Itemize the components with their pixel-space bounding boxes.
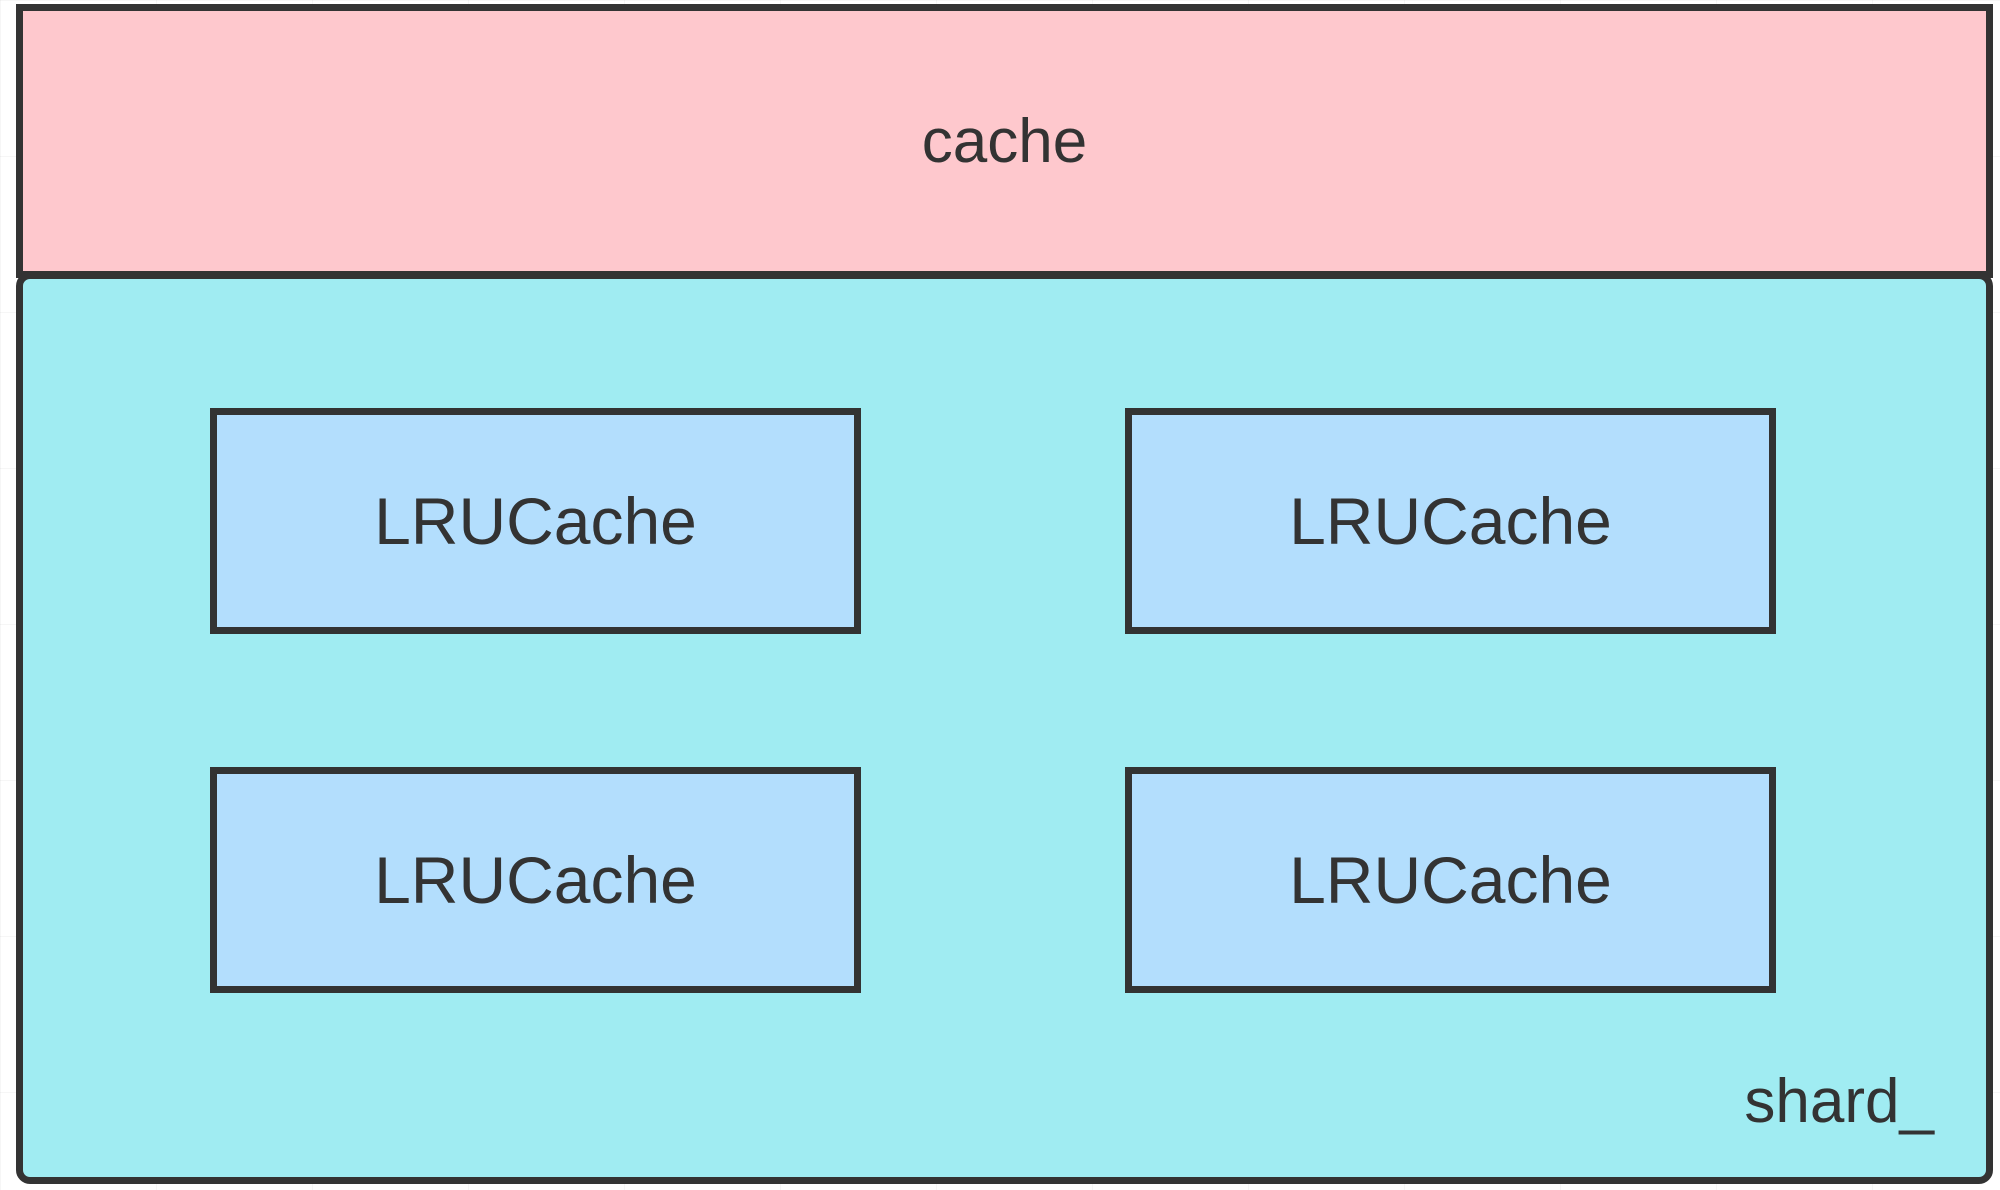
lru-cache-block[interactable]: LRUCache — [1125, 767, 1776, 993]
lru-cache-block[interactable]: LRUCache — [210, 767, 861, 993]
lru-cache-block[interactable]: LRUCache — [1125, 408, 1776, 634]
lru-cache-label: LRUCache — [374, 484, 697, 558]
lru-cache-label: LRUCache — [1289, 843, 1612, 917]
lru-cache-label: LRUCache — [1289, 484, 1612, 558]
shard-label: shard_ — [1744, 1067, 1934, 1136]
cache-block[interactable]: cache — [16, 4, 1993, 278]
lru-cache-label: LRUCache — [374, 843, 697, 917]
lru-cache-block[interactable]: LRUCache — [210, 408, 861, 634]
cache-label: cache — [921, 106, 1088, 176]
